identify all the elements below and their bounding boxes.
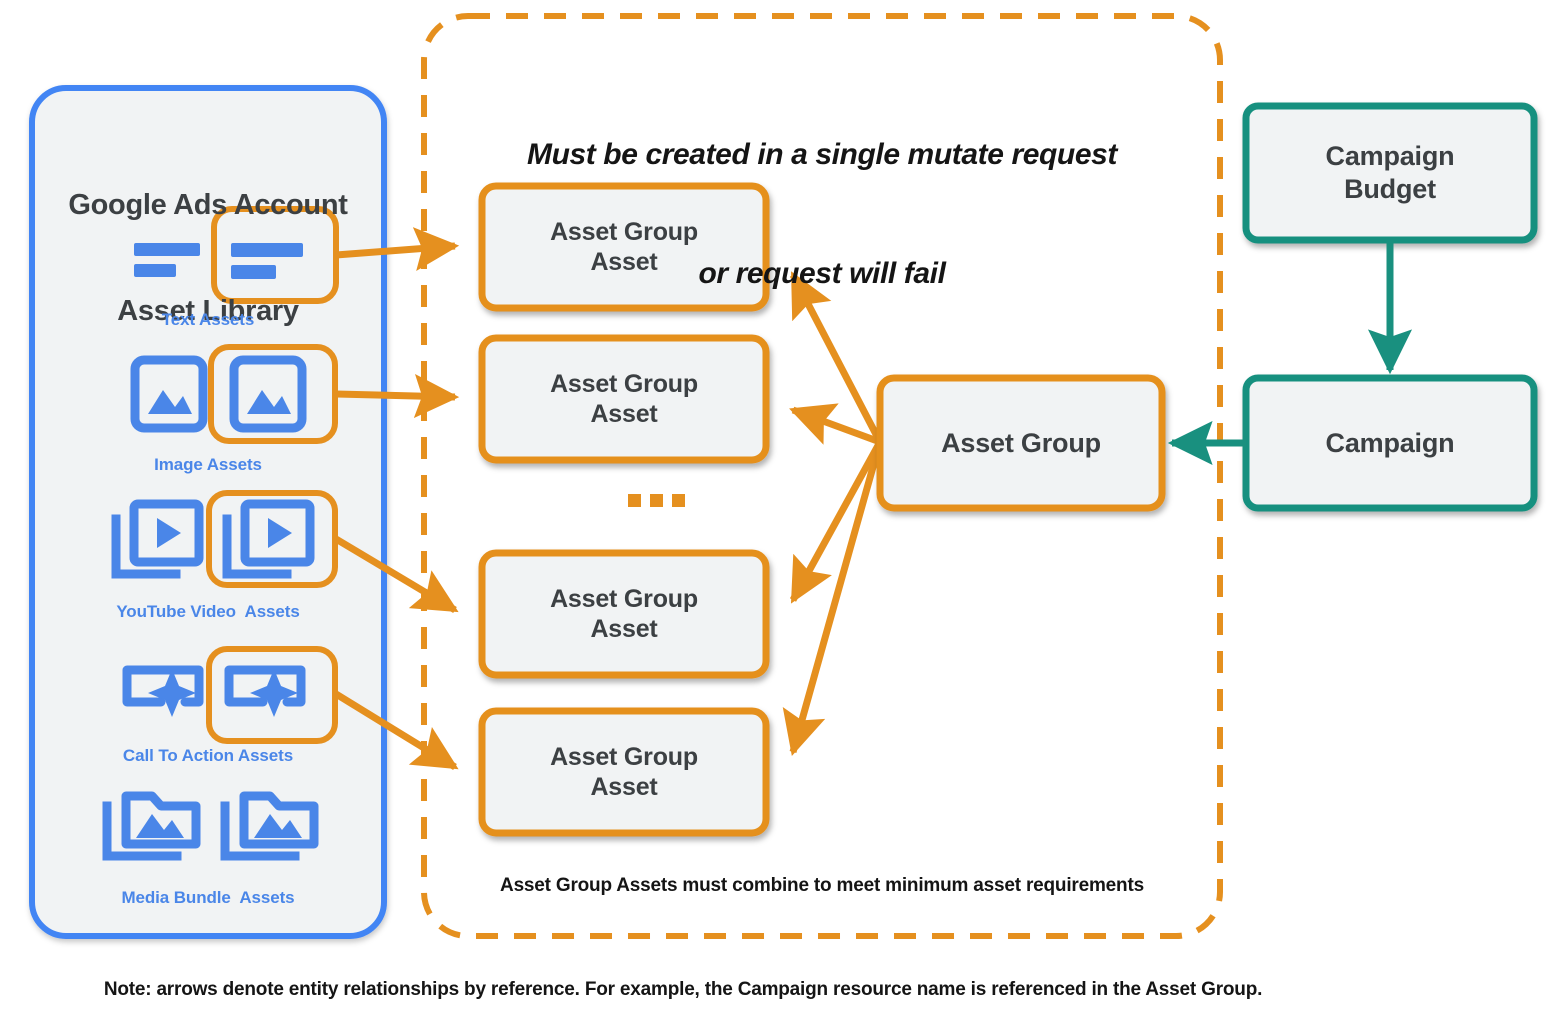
asset-group-label: Asset Group (941, 427, 1101, 458)
asset-group-asset-4-line2: Asset (590, 773, 658, 801)
folder-image-stack-icon (102, 791, 201, 861)
connector-group-to-asset-2 (789, 403, 882, 446)
asset-group-asset-box-1[interactable] (478, 182, 770, 312)
asset-group-asset-box-3[interactable] (478, 549, 770, 679)
video-play-stack-icon-selected (206, 490, 338, 588)
connector-video-to-asset (334, 535, 459, 614)
video-play-stack-icon (111, 499, 204, 579)
campaign-budget-label-line2: Budget (1344, 174, 1436, 204)
call-to-action-sparkle-icon-selected (206, 646, 338, 744)
connector-group-to-asset-3 (789, 440, 884, 604)
asset-group-asset-box-2[interactable] (478, 334, 770, 464)
connector-group-to-asset-4 (782, 441, 884, 757)
connector-text-to-asset (335, 227, 460, 272)
image-picture-icon-selected (208, 344, 338, 444)
ellipsis-indicator (628, 494, 685, 507)
text-lines-icon-selected (211, 206, 339, 304)
asset-group-asset-3-line1: Asset Group (550, 584, 698, 613)
campaign-label: Campaign (1325, 427, 1455, 458)
asset-group-asset-1-line2: Asset (590, 248, 658, 276)
asset-group-asset-label-1: Asset Group Asset (482, 186, 766, 308)
asset-group-asset-label-3: Asset Group Asset (482, 553, 766, 675)
connector-image-to-asset (335, 373, 460, 419)
asset-group-asset-label-4: Asset Group Asset (482, 711, 766, 833)
connector-group-to-asset-1 (789, 271, 884, 444)
image-picture-icon (130, 355, 208, 433)
asset-group-asset-box-4[interactable] (478, 707, 770, 837)
connector-cta-to-asset (334, 691, 459, 770)
campaign-budget-label: Campaign Budget (1246, 106, 1534, 240)
campaign-budget-label-line1: Campaign (1325, 141, 1455, 172)
asset-group-asset-2-line2: Asset (590, 400, 658, 428)
text-lines-icon (134, 243, 200, 277)
asset-group-asset-1-line1: Asset Group (550, 217, 698, 246)
asset-group-asset-label-2: Asset Group Asset (482, 338, 766, 460)
asset-group-asset-4-line1: Asset Group (550, 742, 698, 771)
asset-group-box[interactable] (876, 374, 1166, 512)
asset-group-asset-3-line2: Asset (590, 615, 658, 643)
asset-group-asset-2-line1: Asset Group (550, 369, 698, 398)
call-to-action-sparkle-icon (122, 665, 204, 717)
folder-image-stack-icon-2 (220, 791, 319, 861)
